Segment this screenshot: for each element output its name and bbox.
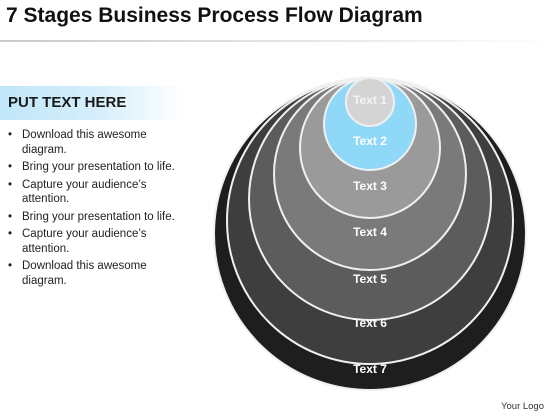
stage-label-4: Text 4 bbox=[353, 225, 387, 239]
bullet-item: Bring your presentation to life. bbox=[8, 160, 178, 175]
sidebar-header-band: PUT TEXT HERE bbox=[0, 86, 185, 120]
logo-text: Your Logo bbox=[501, 401, 544, 412]
bullet-item: Capture your audience’s attention. bbox=[8, 227, 178, 256]
bullet-item: Download this awesome diagram. bbox=[8, 259, 178, 288]
bullet-item: Bring your presentation to life. bbox=[8, 210, 178, 225]
stage-label-7: Text 7 bbox=[353, 362, 387, 376]
stage-labels: Text 1 Text 2 Text 3 Text 4 Text 5 Text 6 Text… bbox=[353, 93, 387, 376]
bullet-item: Capture your audience’s attention. bbox=[8, 178, 178, 207]
stage-label-6: Text 6 bbox=[353, 316, 387, 330]
stage-ring-1 bbox=[345, 77, 395, 127]
sidebar-header: PUT TEXT HERE bbox=[8, 94, 127, 111]
stage-label-1: Text 1 bbox=[353, 93, 387, 107]
stage-rings bbox=[213, 77, 527, 391]
stage-label-5: Text 5 bbox=[353, 272, 387, 286]
slide-title: 7 Stages Business Process Flow Diagram bbox=[6, 4, 423, 27]
stage-label-3: Text 3 bbox=[353, 179, 387, 193]
bullet-list: Download this awesome diagram. Bring you… bbox=[8, 128, 178, 291]
bullet-item: Download this awesome diagram. bbox=[8, 128, 178, 157]
title-divider bbox=[0, 40, 560, 42]
stage-label-2: Text 2 bbox=[353, 134, 387, 148]
